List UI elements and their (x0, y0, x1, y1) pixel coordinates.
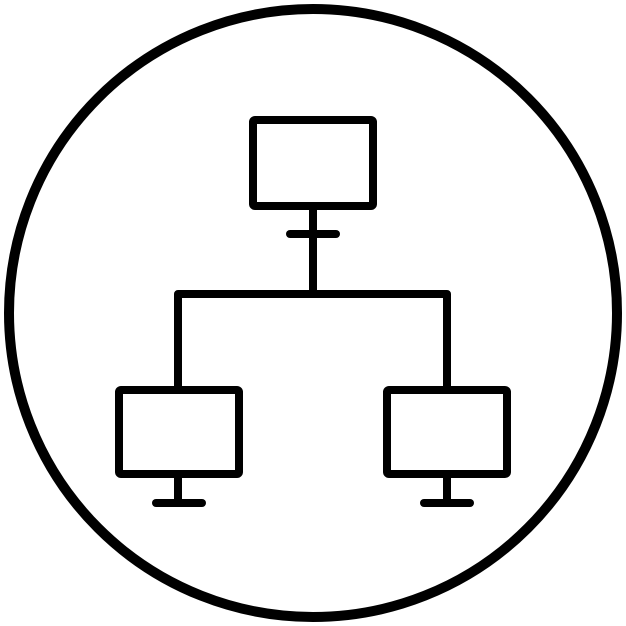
right-monitor-icon (383, 386, 511, 507)
left-monitor-icon (115, 386, 243, 507)
outer-circle (4, 4, 622, 622)
top-monitor-icon (249, 116, 377, 296)
network-connector (174, 290, 451, 394)
